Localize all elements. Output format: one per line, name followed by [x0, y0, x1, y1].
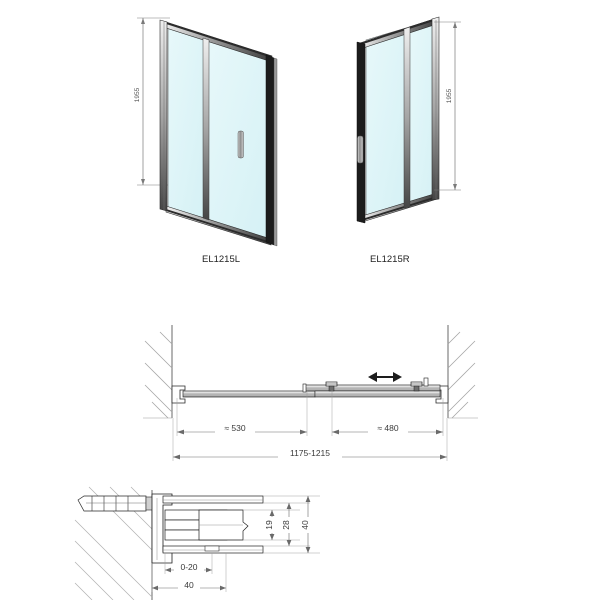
height-dimension-right: [434, 21, 461, 191]
dimension-height-28: 28: [281, 503, 295, 546]
isometric-view-right: 1955 EL1215R: [356, 16, 461, 265]
bottom-rail-shadow-left: [166, 209, 271, 244]
fixed-panel-dimension-value: ≈ 530: [224, 423, 245, 433]
wall-left: [143, 325, 173, 419]
top-rail-shadow-right: [360, 18, 437, 45]
dimension-fixed-panel: ≈ 530: [176, 390, 308, 436]
height-dimension-left: [137, 17, 172, 186]
wall-profile-plan-left: [171, 385, 186, 404]
glass-panel-left-leaf-a: [167, 26, 206, 219]
dimension-profile-width: 40: [151, 553, 227, 592]
model-label-left: EL1215L: [202, 254, 240, 265]
door-handle-right-view: [357, 135, 364, 164]
dimension-overall: 1175-1215: [172, 418, 448, 461]
bottom-rail-shadow-right: [362, 196, 437, 221]
center-mullion-right-view: [403, 26, 411, 209]
dimension-height-19: 19: [264, 510, 278, 540]
height-value-left: 1955: [134, 87, 141, 102]
height-28-value: 28: [281, 520, 291, 530]
height-value-right: 1955: [446, 88, 453, 103]
center-mullion-left-view: [202, 37, 210, 221]
dimension-height-40: 40: [300, 496, 314, 553]
roller-hardware-right: [410, 377, 429, 392]
sliding-panel-endcap: [302, 383, 307, 393]
edge-profile-right-view: [356, 41, 366, 224]
profile-width-value: 40: [184, 580, 194, 590]
height-19-value: 19: [264, 520, 274, 530]
roller-hardware-left: [325, 381, 338, 392]
wall-profile-right-view: [431, 16, 440, 201]
height-40-value: 40: [300, 520, 310, 530]
slide-direction-arrow: [368, 372, 402, 382]
model-label-right: EL1215R: [370, 254, 410, 265]
dimension-sliding-panel: ≈ 480: [331, 390, 444, 436]
top-rail-detail: [162, 495, 264, 504]
isometric-view-left: EL1215L 1955: [134, 17, 278, 265]
overall-dimension-value: 1175-1215: [290, 448, 330, 458]
dimension-adjust-range: 0-20: [164, 553, 213, 574]
top-rail-shadow-left: [163, 21, 272, 58]
plan-section-view: ≈ 530 ≈ 480 1175-1215: [143, 325, 478, 461]
wall-profile-left-view: [159, 19, 168, 212]
glass-panel-right-leaf-a: [365, 27, 407, 217]
wall-right: [447, 325, 478, 419]
profile-detail-view: 19 28 40: [74, 486, 320, 600]
sliding-panel-dimension-value: ≈ 480: [377, 423, 398, 433]
door-handle-left-view: [237, 130, 244, 159]
edge-profile-left-view: [265, 54, 275, 246]
adjust-range-value: 0-20: [180, 562, 197, 572]
wall-anchor-plug: [77, 495, 162, 512]
